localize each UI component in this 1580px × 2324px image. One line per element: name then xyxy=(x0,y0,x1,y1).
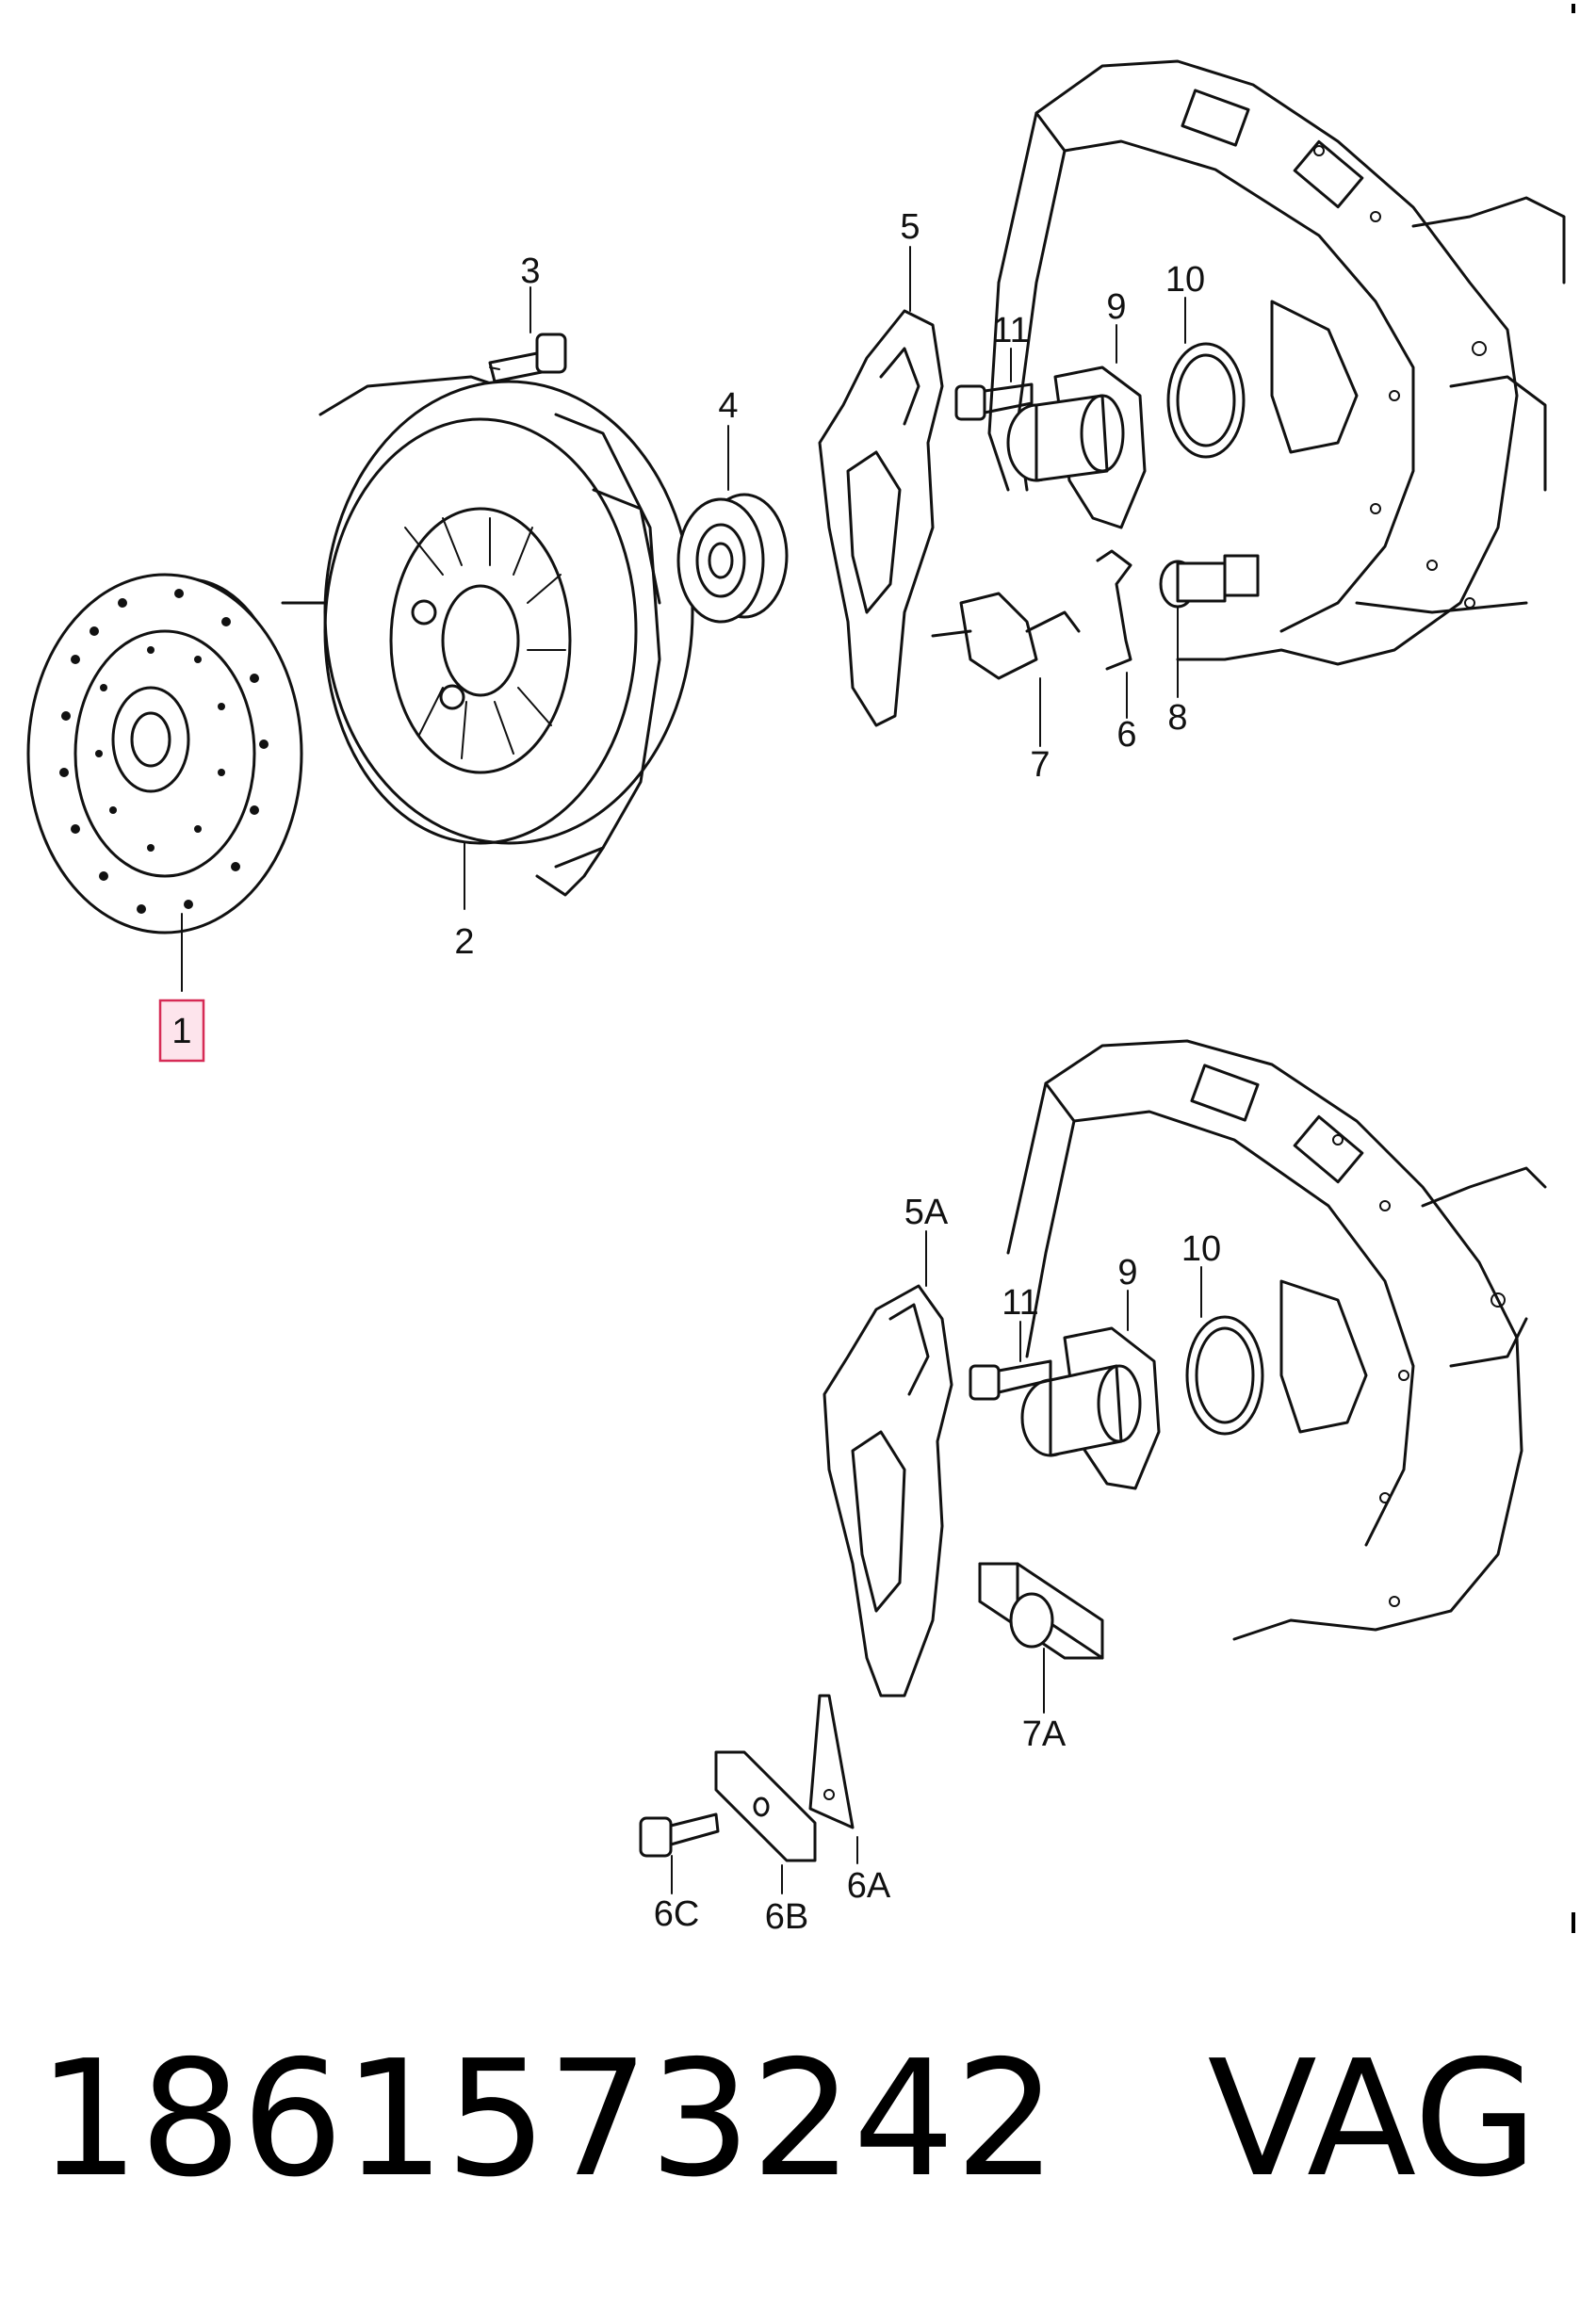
leader-lines xyxy=(181,246,1202,1894)
callout-5: 5 xyxy=(900,207,920,247)
guide-tube-part-9 xyxy=(1006,366,1147,529)
callout-labels: 1 2 3 4 5 6 7 8 9 10 11 5A 9 10 11 7A 6A… xyxy=(171,207,1221,1937)
edge-mark-bottom xyxy=(1572,1912,1575,1933)
spring-part-6 xyxy=(1096,549,1132,671)
part-number: 1861573242 xyxy=(38,2026,1057,2213)
gearbox-housing-lower xyxy=(1006,1039,1547,1641)
callout-4: 4 xyxy=(718,386,738,426)
callout-8: 8 xyxy=(1167,698,1187,738)
callout-9-lower: 9 xyxy=(1117,1253,1137,1292)
block-part-6b xyxy=(714,1750,817,1862)
callout-10-lower: 10 xyxy=(1181,1229,1221,1269)
clutch-disc xyxy=(26,573,303,934)
bolt-part-6c xyxy=(639,1812,720,1858)
callout-11: 11 xyxy=(992,311,1029,350)
callout-6a: 6A xyxy=(847,1866,891,1906)
bolt-part-3 xyxy=(488,333,567,383)
gasket-part-10 xyxy=(1166,342,1246,459)
callout-10: 10 xyxy=(1165,260,1205,300)
pressure-plate xyxy=(281,375,694,897)
callout-6b: 6B xyxy=(765,1897,808,1937)
callout-1: 1 xyxy=(171,1012,191,1051)
callout-7a: 7A xyxy=(1022,1715,1067,1754)
gasket-part-10-lower xyxy=(1185,1315,1264,1436)
clip-part-7 xyxy=(931,592,1081,680)
callout-5a: 5A xyxy=(904,1193,949,1232)
callout-11-lower: 11 xyxy=(1002,1283,1038,1323)
callout-3: 3 xyxy=(520,252,540,291)
footer-caption: 1861573242 VAG xyxy=(38,2025,1545,2214)
brand-name: VAG xyxy=(1207,2026,1539,2213)
callout-7: 7 xyxy=(1030,745,1050,785)
plate-part-6a xyxy=(808,1694,855,1829)
callout-9: 9 xyxy=(1106,287,1126,327)
guide-tube-part-9-lower xyxy=(1020,1326,1161,1490)
release-bearing xyxy=(676,493,789,624)
gearbox-housing-upper xyxy=(987,59,1566,666)
bolt-part-11 xyxy=(954,382,1034,421)
bolt-part-11-lower xyxy=(969,1359,1052,1401)
bracket-part-5a xyxy=(823,1284,953,1698)
callout-6: 6 xyxy=(1116,715,1136,755)
bracket-part-5 xyxy=(818,309,944,727)
highlighted-callout-box xyxy=(158,999,205,1063)
pin-part-7a xyxy=(978,1562,1104,1660)
edge-mark-top xyxy=(1572,4,1575,13)
callout-6c: 6C xyxy=(654,1894,700,1934)
sensor-part-8 xyxy=(1159,554,1260,609)
callout-2: 2 xyxy=(454,922,474,962)
